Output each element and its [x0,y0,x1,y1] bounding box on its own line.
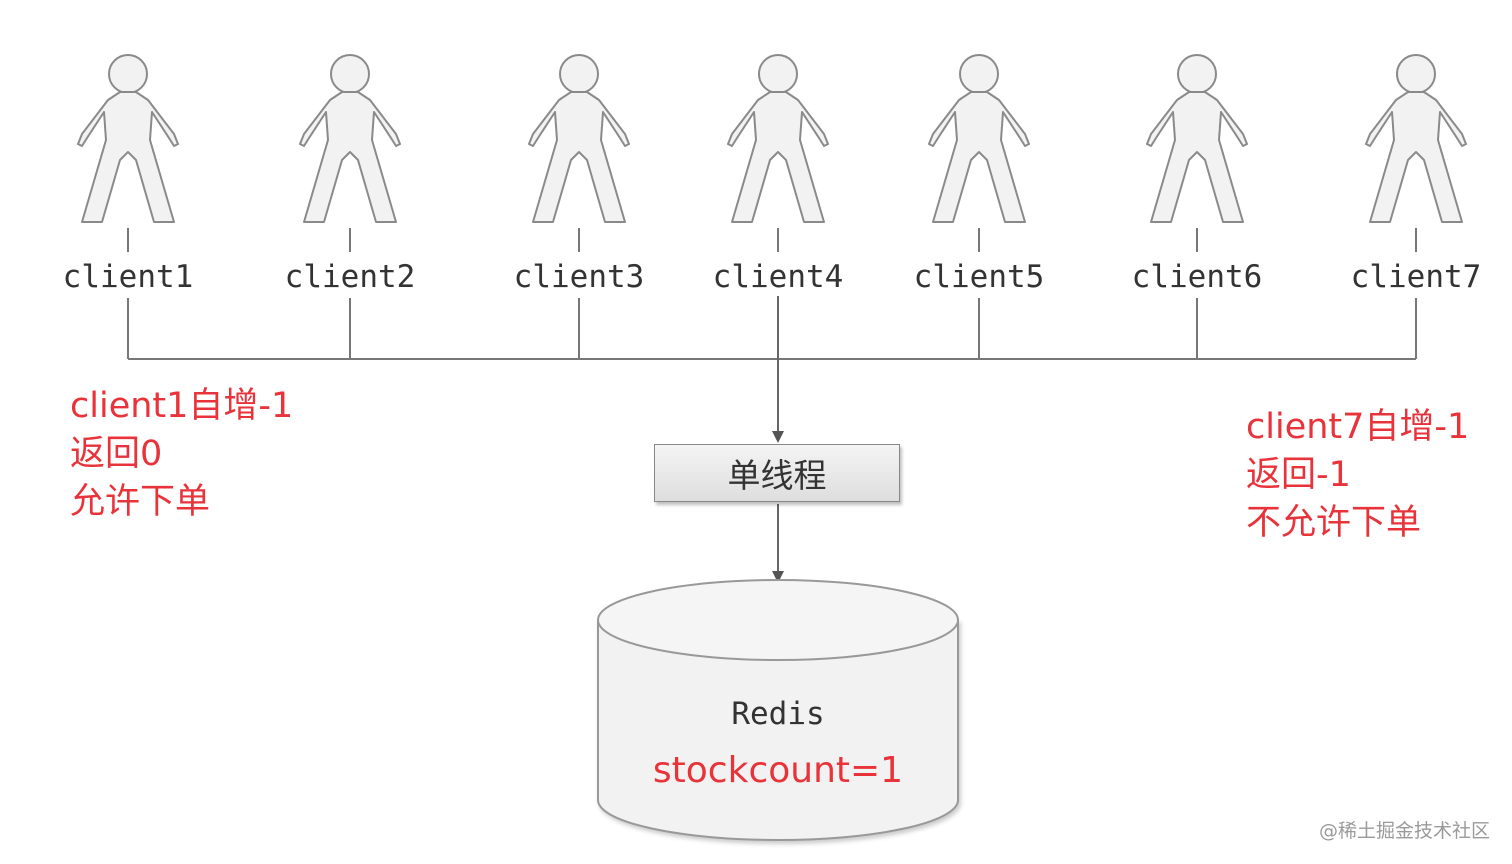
person-icon [77,54,179,223]
client-label: client3 [499,258,659,296]
person-icon [1146,54,1248,223]
left-note-line: client1自增-1 [70,386,294,426]
client-label: client6 [1117,258,1277,296]
right-note-line: 返回-1 [1246,455,1351,495]
client-label: client1 [48,258,208,296]
clients-layer [77,54,1467,359]
client-label: client2 [270,258,430,296]
person-icon [928,54,1030,223]
single-thread-label: 单线程 [727,456,827,495]
client-label: client5 [899,258,1059,296]
watermark: @稀土掘金技术社区 [1318,820,1490,842]
left-note-line: 允许下单 [70,482,211,522]
person-icon [528,54,630,223]
single-thread-box: 单线程 [654,444,900,502]
person-icon [727,54,829,223]
left-note-line: 返回0 [70,434,163,474]
right-note-line: 不允许下单 [1246,503,1422,543]
person-icon [299,54,401,223]
right-note: client7自增-1 返回-1 不允许下单 [1246,403,1469,547]
right-note-line: client7自增-1 [1246,407,1470,447]
left-note: client1自增-1 返回0 允许下单 [70,382,293,526]
redis-cylinder [597,579,959,841]
client-label: client4 [698,258,858,296]
stock-count-value: stockcount=1 [652,750,904,791]
person-icon [1365,54,1467,223]
client-label: client7 [1336,258,1496,296]
redis-label: Redis [731,696,825,732]
